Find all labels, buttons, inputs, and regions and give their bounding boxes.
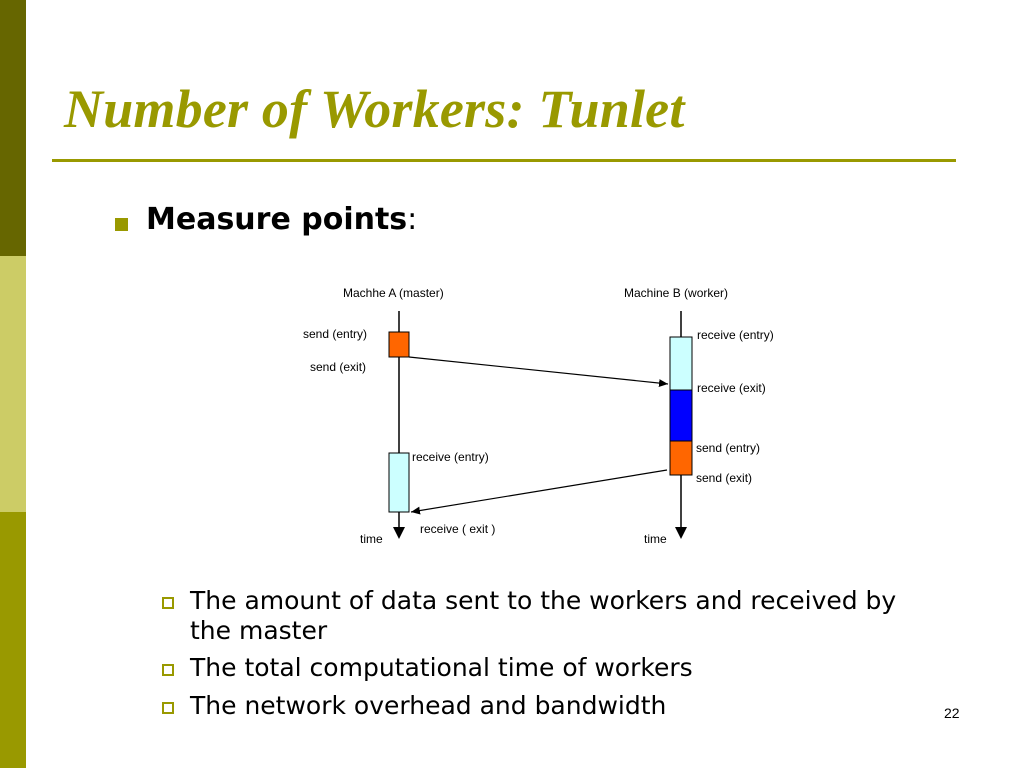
a-receive-exit-label: receive ( exit ) bbox=[420, 522, 495, 536]
sidebar-decoration bbox=[0, 0, 26, 768]
machine-a-send-block bbox=[388, 331, 410, 358]
sub-bullet-icon bbox=[162, 702, 174, 714]
section-heading: Measure points: bbox=[146, 202, 417, 237]
sidebar-band-light bbox=[0, 256, 26, 512]
b-send-exit-label: send (exit) bbox=[696, 471, 752, 485]
machine-b-receive-block bbox=[669, 336, 693, 391]
bullet-square-icon bbox=[115, 218, 128, 231]
page-number: 22 bbox=[944, 705, 960, 721]
a-send-exit-label: send (exit) bbox=[310, 360, 366, 374]
sub-bullet-icon bbox=[162, 664, 174, 676]
sub-bullet-line: the master bbox=[190, 616, 328, 645]
machine-a-label: Machhe A (master) bbox=[343, 286, 444, 300]
machine-a-receive-block bbox=[388, 452, 410, 513]
machine-b-send-block bbox=[669, 440, 693, 476]
machine-b-time-arrow-icon bbox=[675, 527, 687, 539]
machine-b-compute-block bbox=[669, 389, 693, 442]
a-receive-entry-label: receive (entry) bbox=[412, 450, 489, 464]
slide-title: Number of Workers: Tunlet bbox=[64, 79, 685, 139]
sidebar-band-olive bbox=[0, 512, 26, 768]
heading-text: Measure points bbox=[146, 202, 408, 237]
message-arrow-a-to-b bbox=[408, 356, 669, 388]
b-send-entry-label: send (entry) bbox=[696, 441, 760, 455]
sub-bullet-item: The network overhead and bandwidth bbox=[190, 691, 667, 720]
machine-b-label: Machine B (worker) bbox=[624, 286, 728, 300]
a-time-label: time bbox=[360, 532, 383, 546]
machine-a-time-arrow-icon bbox=[393, 527, 405, 539]
sidebar-band-dark bbox=[0, 0, 26, 256]
sub-bullet-item: The amount of data sent to the workers a… bbox=[190, 586, 1010, 646]
a-send-entry-label: send (entry) bbox=[303, 327, 367, 341]
b-time-label: time bbox=[644, 532, 667, 546]
sub-bullet-item: The total computational time of workers bbox=[190, 653, 693, 682]
b-receive-exit-label: receive (exit) bbox=[697, 381, 766, 395]
heading-colon: : bbox=[407, 202, 418, 237]
message-arrow-b-to-a bbox=[410, 469, 668, 515]
title-underline bbox=[52, 159, 956, 162]
sub-bullet-icon bbox=[162, 597, 174, 609]
b-receive-entry-label: receive (entry) bbox=[697, 328, 774, 342]
sub-bullet-line: The amount of data sent to the workers a… bbox=[190, 586, 897, 615]
